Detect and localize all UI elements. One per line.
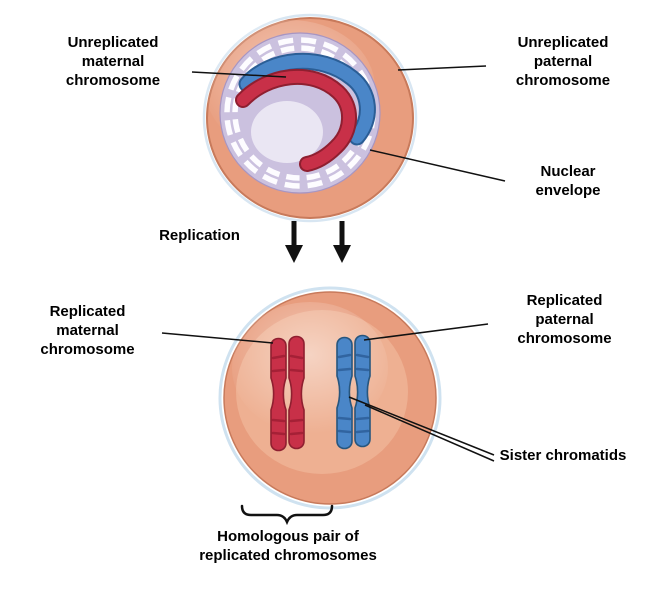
unreplicated-cell [202, 13, 418, 223]
maternal-chromatid-banding [271, 354, 304, 436]
replication-arrows [285, 221, 351, 263]
pointer-sister-chromatid-2 [364, 404, 495, 462]
unreplicated-maternal-chromosome [237, 70, 356, 170]
replication-arrowhead [333, 245, 351, 263]
replicated-cell [218, 286, 442, 510]
pointer-unreplicated-maternal [191, 71, 287, 78]
bottom-cell-rim [218, 286, 442, 510]
paternal-chromatid-banding [337, 353, 370, 434]
pointer-nuclear-envelope [369, 149, 506, 182]
pointer-replicated-paternal [363, 323, 489, 341]
pointer-lines [161, 65, 506, 462]
paternal-sister-chromatid-right [354, 334, 371, 448]
pointer-sister-chromatid-1 [348, 396, 495, 456]
homologous-pair-brace [240, 504, 334, 526]
maternal-sister-chromatid-left [270, 337, 287, 452]
paternal-sister-chromatid-left [336, 336, 353, 450]
label-unreplicated-paternal: Unreplicated paternal chromosome [515, 34, 611, 89]
label-unreplicated-maternal: Unreplicated maternal chromosome [65, 34, 161, 89]
maternal-sister-chromatid-right [288, 335, 305, 450]
label-replicated-paternal: Replicated paternal chromosome [517, 292, 612, 347]
unreplicated-paternal-chromosome [240, 54, 374, 144]
replicated-paternal-chromosome [336, 334, 371, 450]
nucleoplasm-highlight [251, 101, 323, 163]
pointer-unreplicated-paternal [397, 65, 487, 71]
replication-arrowhead [285, 245, 303, 263]
label-homologous-pair: Homologous pair of replicated chromosome… [199, 528, 377, 564]
pointer-replicated-maternal [161, 332, 274, 344]
top-cell-rim [202, 13, 418, 223]
label-replicated-maternal: Replicated maternal chromosome [40, 303, 135, 358]
label-nuclear-envelope: Nuclear envelope [535, 163, 601, 199]
label-replication: Replication [159, 227, 240, 244]
label-sister-chromatids: Sister chromatids [499, 447, 627, 464]
